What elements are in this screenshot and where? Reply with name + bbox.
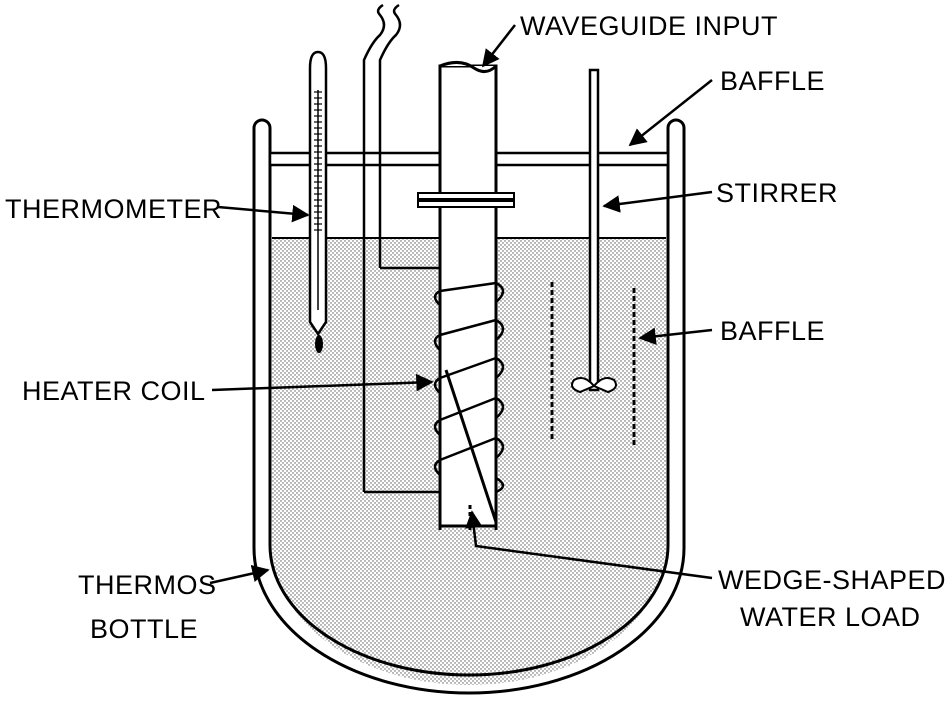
label-waveguide-input: WAVEGUIDE INPUT [520, 11, 778, 41]
arrow-heater-coil [211, 373, 434, 392]
heater-coil [433, 281, 505, 494]
arrow-baffle-top [628, 79, 713, 147]
label-stirrer: STIRRER [716, 178, 838, 208]
arrow-baffle-right [638, 327, 713, 345]
label-wedge-line1: WEDGE-SHAPED [718, 565, 946, 595]
heater-wires [362, 3, 440, 494]
arrow-thermos [209, 564, 270, 585]
thermos-rim-left [252, 118, 272, 129]
stirrer [571, 68, 617, 394]
arrow-wedge [465, 510, 713, 580]
label-wedge-line2: WATER LOAD [740, 602, 921, 632]
label-baffle-top: BAFFLE [720, 66, 825, 96]
label-thermos-line1: THERMOS [78, 570, 217, 600]
thermos-bottle-outer [252, 128, 686, 695]
label-heater-coil: HEATER COIL [22, 376, 206, 406]
thermos-rim-right [666, 118, 686, 129]
label-baffle-right: BAFFLE [720, 316, 825, 346]
leader-lines [209, 24, 713, 585]
thermos-bottle-inner [268, 128, 670, 677]
label-thermometer: THERMOMETER [5, 194, 222, 224]
arrow-waveguide [481, 24, 516, 68]
arrow-thermometer [217, 204, 310, 223]
thermometer [308, 50, 328, 353]
arrow-stirrer [602, 190, 713, 213]
label-thermos-line2: BOTTLE [90, 614, 198, 644]
